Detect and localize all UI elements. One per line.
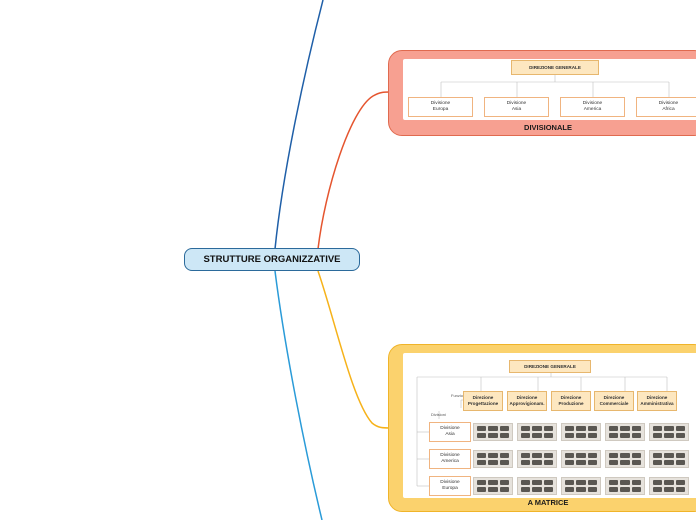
function-box: Direzione Commerciale — [594, 391, 634, 411]
matrix-cell — [649, 450, 689, 468]
matrice-chart: DIREZIONE GENERALE Funzioni Divisioni Di… — [403, 353, 696, 498]
divisionale-caption: DIVISIONALE — [524, 123, 572, 132]
matrice-caption: A MATRICE — [527, 498, 569, 507]
function-box: Direzione Progettazione — [463, 391, 503, 411]
matrix-cell — [605, 423, 645, 441]
root-node[interactable]: STRUTTURE ORGANIZZATIVE — [184, 248, 360, 271]
divisionale-division-box: Divisione Asia — [484, 97, 549, 117]
matrix-cell — [517, 423, 557, 441]
matrice-head-box: DIREZIONE GENERALE — [509, 360, 591, 373]
divisionale-head-box: DIREZIONE GENERALE — [511, 60, 599, 75]
matrix-cell — [517, 450, 557, 468]
matrix-cell — [649, 477, 689, 495]
matrix-cell — [473, 423, 513, 441]
divisionale-division-box: Divisione America — [560, 97, 625, 117]
matrix-cell — [473, 477, 513, 495]
matrice-division-box: Divisione Asia — [429, 422, 471, 442]
matrix-cell — [561, 450, 601, 468]
divisionale-chart-lines — [440, 74, 670, 97]
divisioni-label: Divisioni — [431, 412, 446, 417]
divisionale-division-box: Divisione Europa — [408, 97, 473, 117]
matrice-division-box: Divisione Europa — [429, 476, 471, 496]
branch-line-divisionale — [317, 91, 391, 250]
divisionale-chart: DIREZIONE GENERALE Divisione Europa Divi… — [403, 59, 696, 120]
matrix-cell — [649, 423, 689, 441]
branch-line-bottom — [274, 270, 323, 520]
funzioni-label: Funzioni — [451, 393, 467, 398]
matrice-node[interactable]: DIREZIONE GENERALE Funzioni Divisioni Di… — [388, 344, 696, 512]
matrix-cell — [517, 477, 557, 495]
branch-line-top — [274, 0, 324, 250]
matrice-division-box: Divisione America — [429, 449, 471, 469]
matrix-cell — [605, 477, 645, 495]
branch-line-matrice — [317, 270, 391, 429]
matrix-cell — [473, 450, 513, 468]
divisionale-division-box: Divisione Africa — [636, 97, 696, 117]
divisionale-node[interactable]: DIREZIONE GENERALE Divisione Europa Divi… — [388, 50, 696, 136]
matrice-chart-lines — [416, 373, 668, 487]
matrix-cell — [561, 477, 601, 495]
matrix-cell — [605, 450, 645, 468]
function-box: Direzione Approvigionam. — [507, 391, 547, 411]
matrix-cell — [561, 423, 601, 441]
function-box: Direzione Produzione — [551, 391, 591, 411]
function-box: Direzione Amministrativa — [637, 391, 677, 411]
